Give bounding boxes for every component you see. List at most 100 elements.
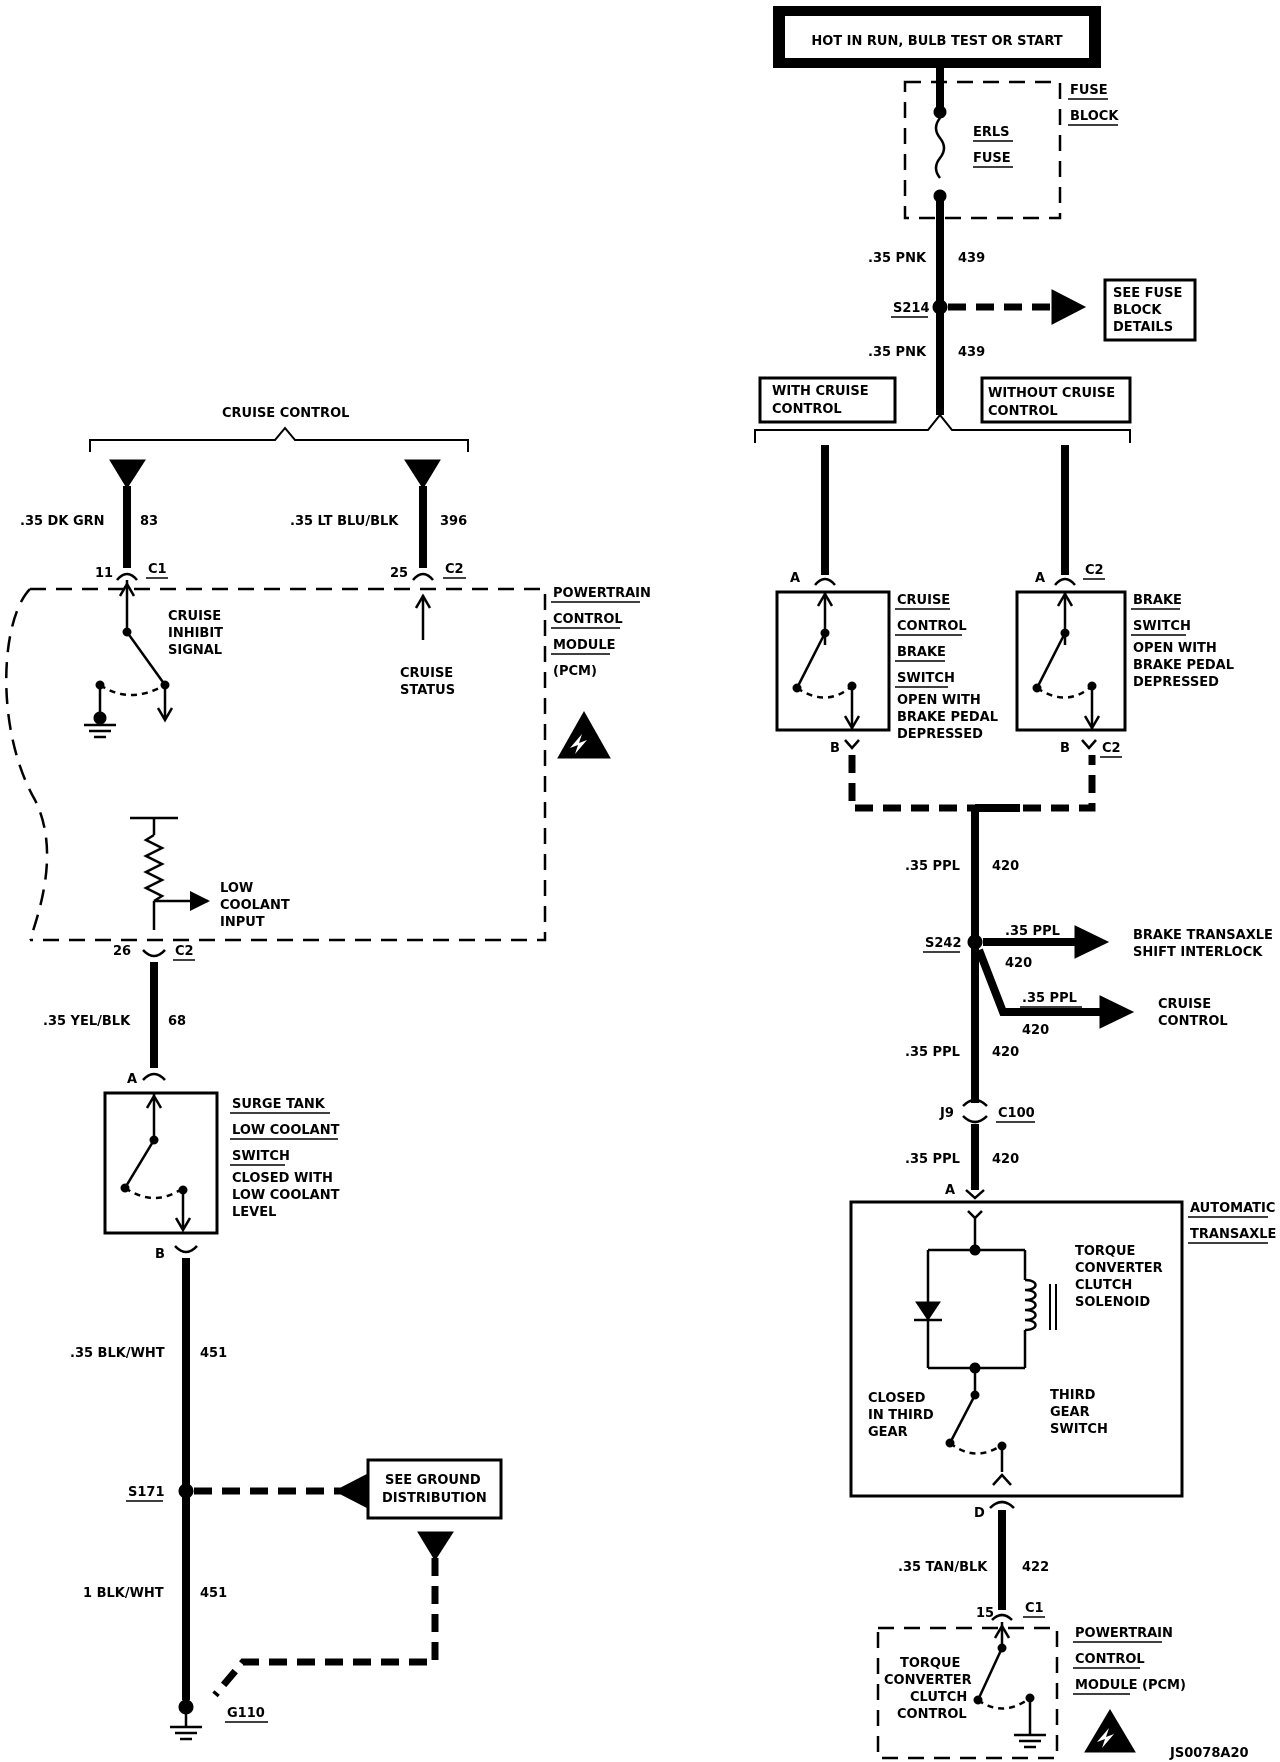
brake-label-1: BRAKE xyxy=(1133,593,1182,608)
brake-note-3: DEPRESSED xyxy=(1133,675,1219,690)
cruise-brake-pin-a: A xyxy=(790,571,800,586)
branch1-dest-2: SHIFT INTERLOCK xyxy=(1133,945,1263,960)
pcm-label-3: MODULE xyxy=(553,638,616,653)
conn-c1: C1 xyxy=(148,562,167,577)
splice-s214 xyxy=(932,299,948,315)
branch2-dest-1: CRUISE xyxy=(1158,997,1211,1012)
see-ground-line-1: SEE GROUND xyxy=(385,1473,481,1488)
cruise-control-brace xyxy=(89,426,469,452)
splice-s242 xyxy=(967,934,983,950)
pin-11: 11 xyxy=(95,566,113,581)
tcc-pcm-label-1: POWERTRAIN xyxy=(1075,1626,1173,1641)
arrow-to-fuse-details xyxy=(1051,289,1087,325)
c100-pin: J9 xyxy=(939,1106,954,1121)
conn-c2-b: C2 xyxy=(175,944,194,959)
esd-warning-icon xyxy=(1084,1709,1136,1753)
solenoid-label-2: CONVERTER xyxy=(1075,1261,1163,1276)
pcm-label-1: POWERTRAIN xyxy=(553,586,651,601)
solenoid-label-1: TORQUE xyxy=(1075,1244,1135,1259)
transaxle-label-1: AUTOMATIC xyxy=(1190,1201,1275,1216)
brake-pin-a: A xyxy=(1035,571,1045,586)
cruise-inhibit-label-2: INHIBIT xyxy=(168,626,223,641)
wire-439-bottom-gauge: .35 PNK xyxy=(868,345,927,360)
wire-68-gauge: .35 YEL/BLK xyxy=(43,1014,131,1029)
cruise-brake-label-2: CONTROL xyxy=(897,619,967,634)
without-cruise-line-2: CONTROL xyxy=(988,404,1058,419)
third-gear-label-3: SWITCH xyxy=(1050,1422,1108,1437)
fuse-block-label-1: FUSE xyxy=(1070,83,1108,98)
wire-439-top-circuit: 439 xyxy=(958,251,985,266)
cruise-inhibit-label-3: SIGNAL xyxy=(168,643,222,658)
cruise-inhibit-wire-tag-icon xyxy=(109,459,146,489)
branch1-circuit: 420 xyxy=(1005,956,1032,971)
brake-label-2: SWITCH xyxy=(1133,619,1191,634)
surge-label-2: LOW COOLANT xyxy=(232,1123,340,1138)
tcc-control-4: CONTROL xyxy=(897,1707,967,1722)
arrow-from-ground-distribution xyxy=(333,1473,369,1509)
ground-tag-icon xyxy=(417,1531,454,1561)
wire-396-circuit: 396 xyxy=(440,514,467,529)
brake-note-2: BRAKE PEDAL xyxy=(1133,658,1234,673)
diagram-id: JS0078A20 xyxy=(1169,1746,1249,1761)
fuse-block-label-2: BLOCK xyxy=(1070,109,1119,124)
pcm-label-4: (PCM) xyxy=(553,664,597,679)
with-cruise-box: WITH CRUISE CONTROL xyxy=(758,376,897,424)
tcc-conn: C1 xyxy=(1025,1601,1044,1616)
branch2-circuit: 420 xyxy=(1022,1023,1049,1038)
cruise-control-label: CRUISE CONTROL xyxy=(222,406,349,421)
with-cruise-line-1: WITH CRUISE xyxy=(772,384,869,399)
fuse-name-1: ERLS xyxy=(973,125,1010,140)
low-coolant-input-3: INPUT xyxy=(220,915,265,930)
conn-c2: C2 xyxy=(445,562,464,577)
wire-439-bottom-circuit: 439 xyxy=(958,345,985,360)
wire-420-b-gauge: .35 PPL xyxy=(905,1045,960,1060)
cruise-status-wire-tag-icon xyxy=(404,459,441,489)
splice-s242-label: S242 xyxy=(925,936,962,951)
surge-label-3: SWITCH xyxy=(232,1149,290,1164)
wire-68-circuit: 68 xyxy=(168,1014,186,1029)
cruise-brake-note-3: DEPRESSED xyxy=(897,727,983,742)
tcc-control-3: CLUTCH xyxy=(910,1690,967,1705)
without-cruise-line-1: WITHOUT CRUISE xyxy=(988,386,1115,401)
fuse-name-2: FUSE xyxy=(973,151,1011,166)
closed-note-2: IN THIRD xyxy=(868,1408,934,1423)
brake-conn-a: C2 xyxy=(1085,563,1104,578)
cruise-brake-label-1: CRUISE xyxy=(897,593,950,608)
solenoid-label-4: SOLENOID xyxy=(1075,1295,1150,1310)
wire-439-top-gauge: .35 PNK xyxy=(868,251,927,266)
option-brace xyxy=(754,413,1131,443)
cruise-brake-label-3: BRAKE xyxy=(897,645,946,660)
third-gear-label-2: GEAR xyxy=(1050,1405,1090,1420)
see-fuse-line-3: DETAILS xyxy=(1113,320,1173,335)
wire-396-gauge: .35 LT BLU/BLK xyxy=(290,514,399,529)
wire-422-circuit: 422 xyxy=(1022,1560,1049,1575)
fuse-block: ERLS FUSE FUSE BLOCK xyxy=(903,68,1119,220)
without-cruise-box: WITHOUT CRUISE CONTROL xyxy=(980,376,1132,424)
cruise-brake-note-2: BRAKE PEDAL xyxy=(897,710,998,725)
closed-note-1: CLOSED xyxy=(868,1391,926,1406)
low-coolant-input-2: COOLANT xyxy=(220,898,290,913)
surge-pin-b: B xyxy=(155,1247,165,1262)
cruise-inhibit-label-1: CRUISE xyxy=(168,609,221,624)
c100-label: C100 xyxy=(998,1106,1035,1121)
esd-warning-icon xyxy=(557,710,611,759)
pcm-label-2: CONTROL xyxy=(553,612,623,627)
wire-451-b-gauge: 1 BLK/WHT xyxy=(83,1586,164,1601)
cruise-brake-label-4: SWITCH xyxy=(897,671,955,686)
solenoid-label-3: CLUTCH xyxy=(1075,1278,1132,1293)
low-coolant-input-1: LOW xyxy=(220,881,253,896)
ground-g110: G110 xyxy=(170,1699,268,1741)
pcm-left: 11 C1 25 C2 POWERTRAIN CONTROL MODULE (P… xyxy=(5,562,651,942)
wire-420-b-circuit: 420 xyxy=(992,1045,1019,1060)
splice-s171-label: S171 xyxy=(128,1485,165,1500)
brake-switch: A C2 B C2 BRAKE SWITCH OPEN WITH BRAKE P… xyxy=(1015,563,1234,758)
cruise-brake-note-1: OPEN WITH xyxy=(897,693,981,708)
surge-note-1: CLOSED WITH xyxy=(232,1171,333,1186)
surge-note-2: LOW COOLANT xyxy=(232,1188,340,1203)
brake-pin-b: B xyxy=(1060,741,1070,756)
see-fuse-line-1: SEE FUSE xyxy=(1113,286,1182,301)
with-cruise-line-2: CONTROL xyxy=(772,402,842,417)
closed-note-3: GEAR xyxy=(868,1425,908,1440)
wire-420-a-gauge: .35 PPL xyxy=(905,859,960,874)
